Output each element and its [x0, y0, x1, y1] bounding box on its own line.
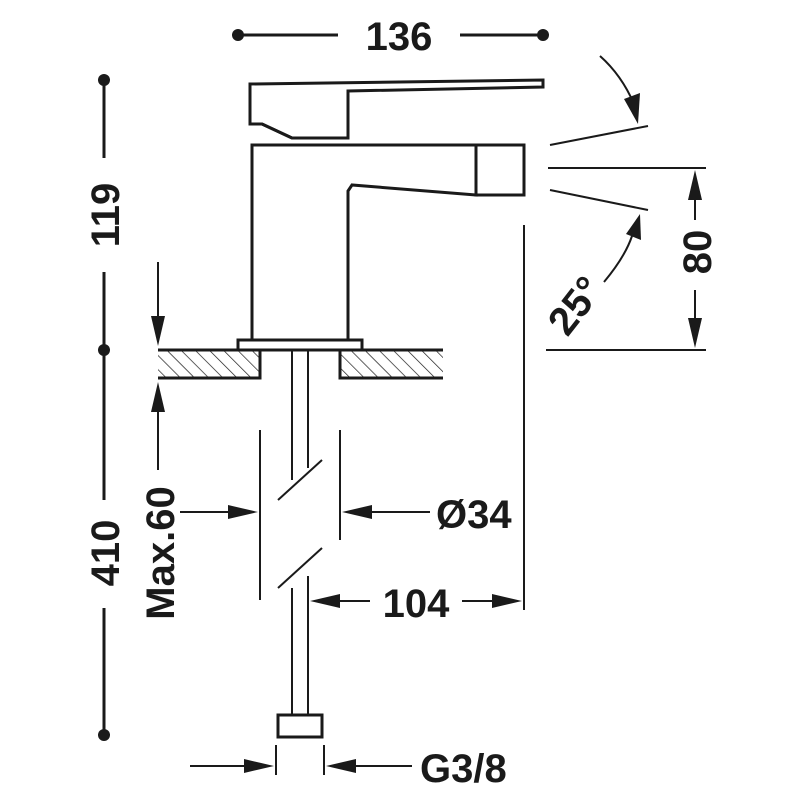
lower-height-label: 410	[84, 520, 128, 587]
angle-ray	[549, 125, 649, 146]
spout-height-dimension: 80	[546, 167, 720, 351]
lever-handle	[248, 78, 545, 140]
aerator	[474, 143, 526, 197]
arrow-left	[326, 759, 356, 773]
countertop-section	[158, 348, 443, 380]
arrow-up	[151, 382, 165, 412]
arrow-right	[228, 505, 258, 519]
angle-arc	[599, 55, 635, 105]
max-deck-dimension: Max.60	[139, 262, 183, 620]
arrow-up	[626, 214, 641, 240]
width-label: 136	[366, 15, 433, 59]
arrow-down	[624, 93, 640, 124]
spout-height-label: 80	[676, 230, 720, 275]
angle-arc	[603, 235, 633, 283]
angle-dimension: 25°	[540, 55, 649, 344]
width-dimension: 136	[232, 15, 549, 59]
arrow-up	[688, 170, 702, 200]
angle-ray	[549, 189, 649, 211]
shank-pipe	[276, 350, 324, 739]
upper-height-label: 119	[84, 183, 128, 248]
max-deck-label: Max.60	[139, 486, 183, 619]
arrow-down	[688, 318, 702, 348]
reach-dimension: 104	[310, 225, 525, 626]
arrow-left	[342, 505, 372, 519]
connection-nut	[276, 713, 324, 739]
reach-label: 104	[383, 582, 450, 626]
diameter-label: Ø34	[436, 493, 512, 537]
arrow-down	[151, 316, 165, 346]
height-dimension: 119 410	[84, 74, 128, 741]
thread-label: G3/8	[420, 747, 507, 791]
mixer-body	[236, 78, 545, 352]
shank-diameter-dimension: Ø34	[180, 430, 512, 600]
arrow-right	[244, 759, 274, 773]
break-line	[277, 459, 323, 501]
arrow-left	[310, 594, 340, 608]
mixer-main-body	[250, 143, 478, 342]
arrow-right	[492, 594, 522, 608]
angle-label: 25°	[540, 269, 612, 344]
thread-dimension: G3/8	[190, 745, 507, 791]
break-line	[277, 547, 323, 589]
